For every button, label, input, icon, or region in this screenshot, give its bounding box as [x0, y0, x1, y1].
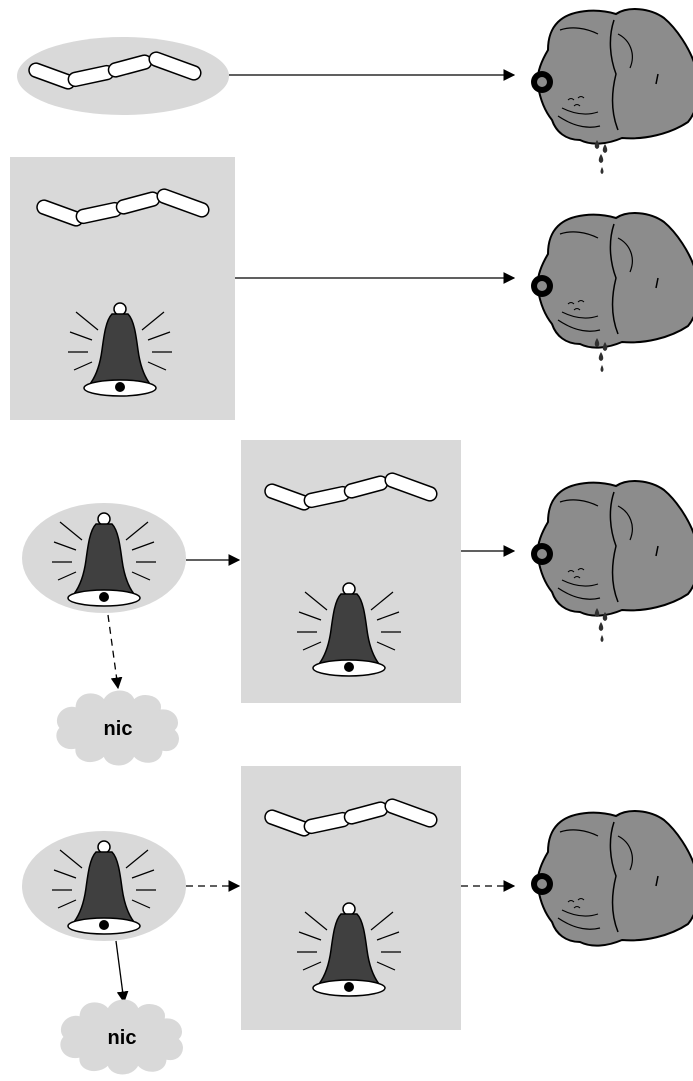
row-1: [17, 9, 693, 174]
saliva-drops-icon: [595, 140, 608, 174]
row-3: nic: [22, 440, 693, 765]
cloud-label: nic: [108, 1027, 137, 1049]
cloud-label: nic: [104, 718, 133, 740]
dog-head-icon: [531, 213, 693, 348]
row-2: [10, 157, 693, 420]
arrow-dashed: [108, 615, 118, 688]
row-4: nic: [22, 766, 693, 1074]
arrow-solid: [116, 941, 124, 1002]
dog-head-icon: [531, 481, 693, 616]
dog-head-icon: [531, 9, 693, 144]
dog-head-icon: [531, 811, 693, 946]
